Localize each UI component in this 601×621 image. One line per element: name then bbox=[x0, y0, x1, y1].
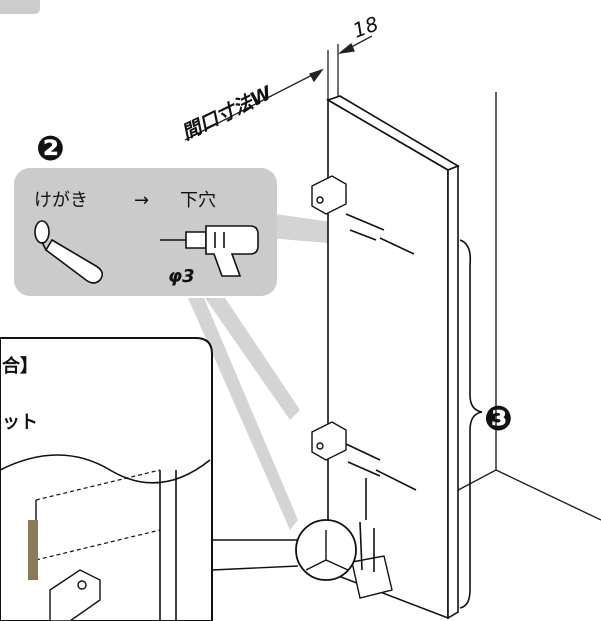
lower-screws bbox=[345, 443, 417, 491]
step-3-marker: ❸ bbox=[484, 399, 513, 439]
dimension-18-label: 18 bbox=[350, 11, 382, 42]
scribe-tool-icon bbox=[34, 220, 104, 284]
callout-arrow: → bbox=[134, 190, 149, 211]
callout-marking-label: けがき bbox=[34, 190, 88, 211]
drill-icon bbox=[160, 225, 259, 277]
step3-brace bbox=[459, 239, 483, 609]
zoom-circle bbox=[295, 519, 357, 581]
step-2-marker: ❷ bbox=[36, 129, 65, 169]
dimension-w-label: 間口寸法W bbox=[179, 82, 277, 145]
dimension-lines bbox=[184, 35, 373, 141]
inset-heading-fragment: 合】 bbox=[2, 355, 38, 377]
upper-screws bbox=[345, 213, 415, 255]
upper-bracket bbox=[311, 175, 347, 215]
callout-drill-size-label: φ3 bbox=[168, 266, 195, 287]
inset-subheading-fragment: ット bbox=[2, 412, 38, 433]
bottom-bracket bbox=[351, 555, 393, 599]
inset-panel bbox=[0, 337, 299, 621]
top-tab bbox=[0, 0, 40, 14]
bottom-screws bbox=[359, 478, 375, 572]
side-panel bbox=[326, 95, 460, 620]
lower-bracket bbox=[311, 421, 347, 461]
callout-pilot-hole-label: 下穴 bbox=[180, 190, 216, 211]
